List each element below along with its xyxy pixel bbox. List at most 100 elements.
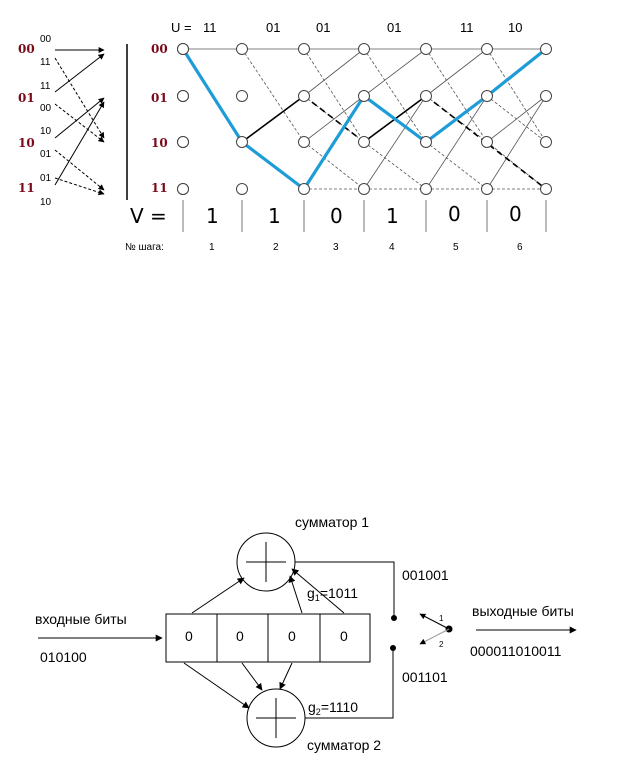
tap-arrow [291,568,345,614]
v-bit-6: 0 [509,202,522,226]
output-bits: 000011010011 [470,643,562,659]
legend-label-00-b: 00 [40,103,52,114]
trellis-edge-dashed [363,141,427,190]
trellis-node [298,43,310,55]
register-cell-1: 0 [185,628,193,644]
out2-bits: 001101 [402,669,448,685]
trellis-edge-dashed [363,48,427,143]
input-label: входные биты [35,611,127,627]
trellis-node [177,183,189,195]
trellis-node [298,136,310,148]
u-code-6: 10 [508,20,522,35]
trellis-node [177,136,189,148]
v-bit-4: 1 [386,204,399,228]
u-code-3: 01 [316,20,330,35]
tap-arrow [191,577,245,614]
trellis-node [177,43,189,55]
v-prefix: V = [130,204,167,228]
trellis-state-01: 01 [151,91,168,105]
trellis-edge-dashed [241,48,305,143]
g1-label: g1=1011 [307,585,358,603]
tap-arrow [241,662,263,691]
trellis-node [481,43,493,55]
register-cell-2: 0 [236,628,244,644]
v-bit-1: 1 [206,204,219,228]
survivor-edge [303,95,365,143]
v-bit-5: 0 [448,202,461,226]
trellis-state-10: 10 [151,136,168,150]
trellis-nodes [177,43,552,195]
trellis-node [358,43,370,55]
trellis-edges [182,48,547,190]
trellis-edge-dashed [303,48,365,143]
decoded-path [181,47,547,191]
trellis-edge [486,95,547,143]
decoded-path-line [181,47,547,191]
legend-arrow [54,101,105,186]
legend-arrow [54,103,105,143]
trellis-node [540,90,552,102]
trellis-node [420,43,432,55]
trellis-node [177,90,189,102]
switch-contact-1 [391,615,397,621]
trellis-edge-dashed [303,141,365,190]
out1-bits: 001001 [402,567,449,583]
adder1-label: сумматор 1 [295,514,369,530]
trellis-state-00: 00 [151,42,168,56]
legend-arrow [54,177,105,196]
trellis-edge-dashed [425,141,488,190]
step-4: 4 [389,242,395,253]
switch-arrow-1 [419,613,450,630]
legend-state-11: 11 [18,181,35,195]
trellis-node [481,90,493,102]
tap-arrow [279,662,293,690]
trellis-edge [486,95,547,190]
legend-state-10: 10 [18,136,35,150]
legend-label-10-a: 10 [40,126,52,137]
trellis-node [358,90,370,102]
trellis-node [236,183,248,195]
legend-arrow [54,57,105,139]
trellis-node [481,136,493,148]
tap-arrow [288,575,303,614]
step-label: № шага: [125,242,164,253]
legend-label-01-a: 01 [40,149,52,160]
trellis-node [358,183,370,195]
step-2: 2 [273,242,279,253]
u-code-4: 01 [387,20,401,35]
u-prefix: U = [171,20,192,35]
output-label: выходные биты [472,603,574,619]
legend-label-11-a: 11 [40,57,51,68]
tap-arrow [183,662,250,709]
trellis-edge-dashed [486,48,547,143]
trellis-node [236,136,248,148]
trellis-node [298,90,310,102]
v-bit-3: 0 [330,204,343,228]
switch-arrow-2 [419,628,450,645]
trellis-column-lines [182,200,547,232]
trellis-node [298,183,310,195]
trellis-edge [425,95,488,190]
legend-label-01-b: 01 [40,173,52,184]
trellis-edge [363,95,427,190]
trellis-state-11: 11 [151,181,168,195]
trellis-node [540,43,552,55]
trellis-diagram: 00 01 10 11 00 11 11 00 10 01 01 10 00 0… [18,20,552,253]
trellis-edge [303,95,365,143]
register-cell-3: 0 [288,628,296,644]
adder2-output-wire [305,648,394,719]
switch-label-1: 1 [439,614,444,623]
legend-arrow [54,53,105,93]
trellis-edge [425,48,488,97]
adder1-output-wire [295,561,395,616]
step-1: 1 [209,242,215,253]
survivor-edge [241,95,305,143]
trellis-edge [363,48,427,97]
step-5: 5 [453,242,459,253]
trellis-node [481,183,493,195]
legend-arrow [54,97,105,139]
legend-state-01: 01 [18,91,35,105]
trellis-node [236,90,248,102]
u-code-2: 01 [266,20,280,35]
